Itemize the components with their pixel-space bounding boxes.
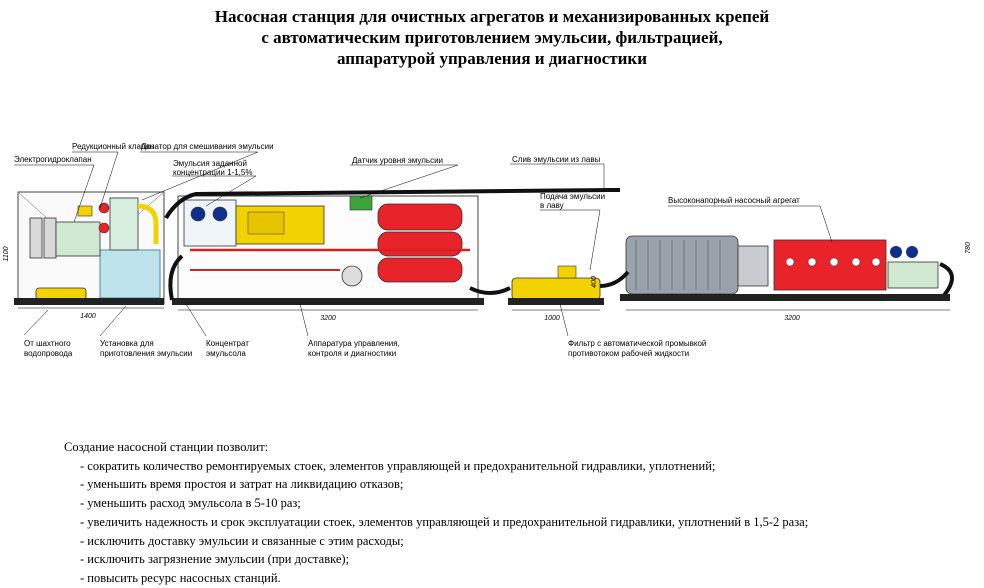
benefit-item: - сократить количество ремонтируемых сто… xyxy=(80,458,716,473)
label-emulsion-conc-1: Эмульсия заданной xyxy=(173,159,247,168)
title-line-2: с автоматическим приготовлением эмульсии… xyxy=(261,28,723,47)
benefits-text: Создание насосной станции позволит: - со… xyxy=(64,438,964,588)
label-mine-water-1: От шахтного xyxy=(24,339,71,348)
leader-lines xyxy=(14,151,833,337)
benefit-item: - увеличить надежность и срок эксплуатац… xyxy=(80,514,809,529)
label-emulsion-conc-2: концентрации 1-1,5% xyxy=(173,168,252,177)
benefit-item: - уменьшить время простоя и затрат на ли… xyxy=(80,477,404,492)
concentrate-hose xyxy=(168,254,184,301)
dim-tank-length: 3200 xyxy=(320,315,336,322)
dim-filter-height: 400 xyxy=(591,276,598,288)
electrohydrovalve-block-2 xyxy=(43,217,57,259)
label-dosator: Дозатор для смешивания эмульсии xyxy=(141,142,274,151)
label-electrohydrovalve: Электрогидроклапан xyxy=(14,155,92,164)
pump-manifold xyxy=(887,261,939,289)
dim-filter-length: 1000 xyxy=(544,315,560,322)
filter-unit: 1000 400 xyxy=(508,265,604,322)
pump-gauge-1 xyxy=(890,246,902,258)
benefit-item: - уменьшить расход эмульсола в 5-10 раз; xyxy=(80,496,301,511)
dosator-vessel xyxy=(109,197,139,251)
valve-manifold xyxy=(55,221,101,257)
page-title: Насосная станция для очистных агрегатов … xyxy=(120,6,864,69)
label-level-sensor: Датчик уровня эмульсии xyxy=(352,156,443,165)
dosator-pipe xyxy=(137,203,159,244)
benefits-intro: Создание насосной станции позволит: xyxy=(64,440,269,454)
tank-unit-skid xyxy=(172,298,484,305)
pressure-gauge-1 xyxy=(190,206,206,222)
label-control-equipment-2: контроля и диагностики xyxy=(308,349,396,358)
label-emulsion-supply-1: Подача эмульсии xyxy=(540,192,605,201)
emulsion-tank-3 xyxy=(377,257,463,283)
benefit-item: - исключить доставку эмульсии и связанны… xyxy=(80,533,404,548)
emulsion-tank-1 xyxy=(377,203,463,231)
label-concentrate-1: Концентрат xyxy=(206,339,249,348)
filter-unit-skid xyxy=(508,298,604,305)
label-filter-1: Фильтр с автоматической промывкой xyxy=(568,339,706,348)
dim-prep-height: 1100 xyxy=(3,246,10,261)
label-emulsion-drain: Слив эмульсии из лавы xyxy=(512,155,601,164)
label-mine-water-2: водопровода xyxy=(24,349,73,358)
electrohydrovalve-block-1 xyxy=(29,217,43,259)
label-control-equipment-1: Аппаратура управления, xyxy=(308,339,400,348)
coupling-housing xyxy=(737,245,769,287)
electric-motor xyxy=(625,235,739,295)
benefit-item: - повысить ресурс насосных станций. xyxy=(80,570,281,585)
dim-pump-length: 3200 xyxy=(784,315,800,322)
reduction-valve-knob xyxy=(98,202,110,214)
benefit-item: - исключить загрязнение эмульсии (при до… xyxy=(80,552,350,567)
supply-hose xyxy=(599,270,630,288)
drain-hose xyxy=(164,188,620,220)
prep-unit-skid xyxy=(14,298,164,305)
level-sensor xyxy=(349,195,373,211)
water-tank xyxy=(99,249,161,299)
emulsion-tank-2 xyxy=(377,231,463,257)
pump-gauge-2 xyxy=(906,246,918,258)
pump-unit-skid xyxy=(620,294,950,301)
instrument-panel xyxy=(183,199,237,247)
label-filter-2: противотоком рабочей жидкости xyxy=(568,349,689,358)
emulsion-preparation-unit: 1400 1100 xyxy=(3,191,165,320)
label-hp-pump-unit: Высоконапорный насосный агрегат xyxy=(668,196,800,205)
label-emulsion-supply-2: в лаву xyxy=(540,201,564,210)
pump-station-diagram: 1400 1100 3200 1000 400 xyxy=(3,142,972,358)
pressure-gauge-2 xyxy=(212,206,228,222)
reduction-valve xyxy=(77,205,93,217)
label-prep-unit-2: приготовления эмульсии xyxy=(100,349,192,358)
mixing-wheel xyxy=(341,265,363,287)
title-line-3: аппаратурой управления и диагностики xyxy=(336,49,648,68)
dim-prep-length: 1400 xyxy=(80,313,96,320)
label-concentrate-2: эмульсола xyxy=(206,349,246,358)
filter-body xyxy=(511,277,601,301)
tank-filter-hose xyxy=(469,286,511,295)
tank-control-unit: 3200 xyxy=(172,195,484,322)
title-line-1: Насосная станция для очистных агрегатов … xyxy=(214,7,770,26)
label-prep-unit-1: Установка для xyxy=(100,339,154,348)
label-reduction-valve: Редукционный клапан xyxy=(72,142,154,151)
dim-pump-height: 780 xyxy=(965,242,972,254)
high-pressure-pump-unit: 3200 780 xyxy=(620,235,972,322)
valve-knob xyxy=(98,222,110,234)
